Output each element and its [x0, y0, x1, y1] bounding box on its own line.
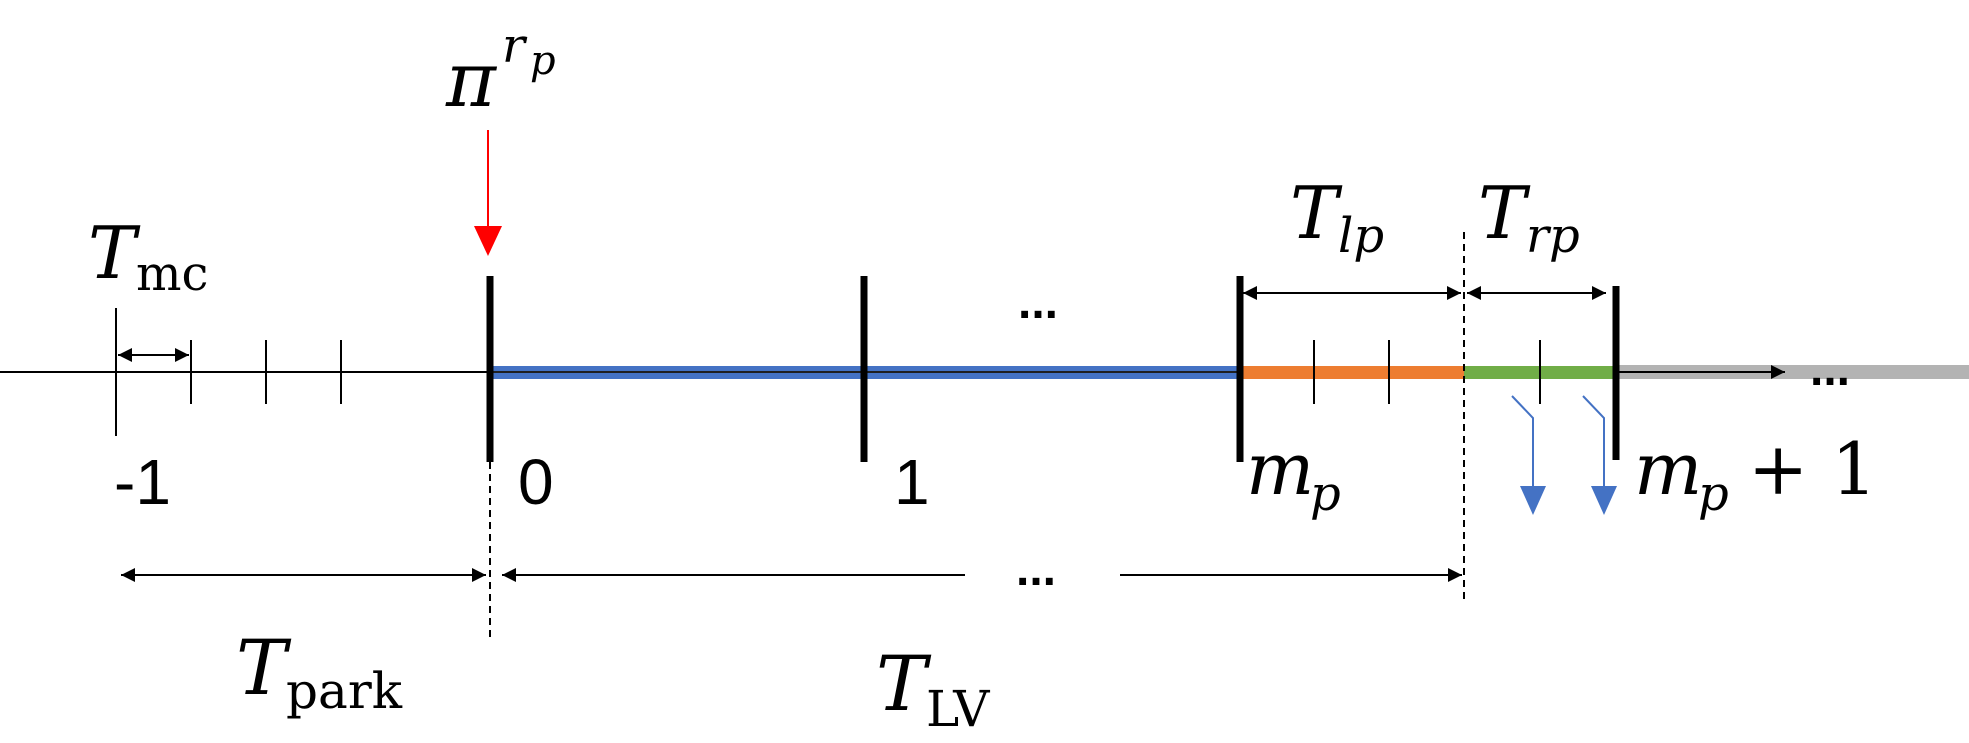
tick-label-mp-plus-one-tail: + 1: [1748, 427, 1877, 511]
t-lv-label: T: [876, 639, 932, 728]
tick-label-minus-one: -1: [114, 446, 171, 518]
tick-label-one: 1: [894, 446, 930, 518]
ellipsis-bottom: ...: [1016, 543, 1056, 596]
t-lp-label: T: [1290, 171, 1343, 255]
blue-arrow-right: [1582, 395, 1605, 486]
t-mc-label: T: [88, 211, 141, 295]
tick-label-mp: m: [1246, 427, 1314, 511]
gray-tail-segment: [1616, 365, 1969, 379]
tick-label-mp-plus-one-sub: p: [1698, 466, 1729, 522]
policy-label-superscript-sub: p: [530, 38, 556, 84]
t-rp-label-sub: rp: [1526, 208, 1580, 264]
ellipsis-right: ...: [1810, 343, 1850, 396]
t-rp-label: T: [1478, 171, 1531, 255]
t-lp-label-sub: lp: [1338, 208, 1384, 264]
t-lv-label-sub: LV: [926, 680, 990, 738]
tick-label-zero: 0: [518, 446, 554, 518]
policy-arrow-head: [474, 226, 502, 256]
t-park-label-sub: park: [286, 662, 403, 720]
t-mc-label-sub: mc: [136, 246, 208, 302]
blue-arrow-left-head: [1520, 486, 1546, 515]
ellipsis-top: ...: [1018, 276, 1058, 329]
orange-segment: [1240, 366, 1464, 379]
blue-arrow-right-head: [1591, 486, 1617, 515]
policy-label-superscript: r: [502, 18, 528, 74]
blue-arrow-left: [1511, 395, 1534, 486]
tick-label-mp-sub: p: [1310, 466, 1341, 522]
t-park-label: T: [236, 623, 292, 712]
tick-label-mp-plus-one: m: [1634, 427, 1702, 511]
policy-label: π: [445, 35, 498, 124]
